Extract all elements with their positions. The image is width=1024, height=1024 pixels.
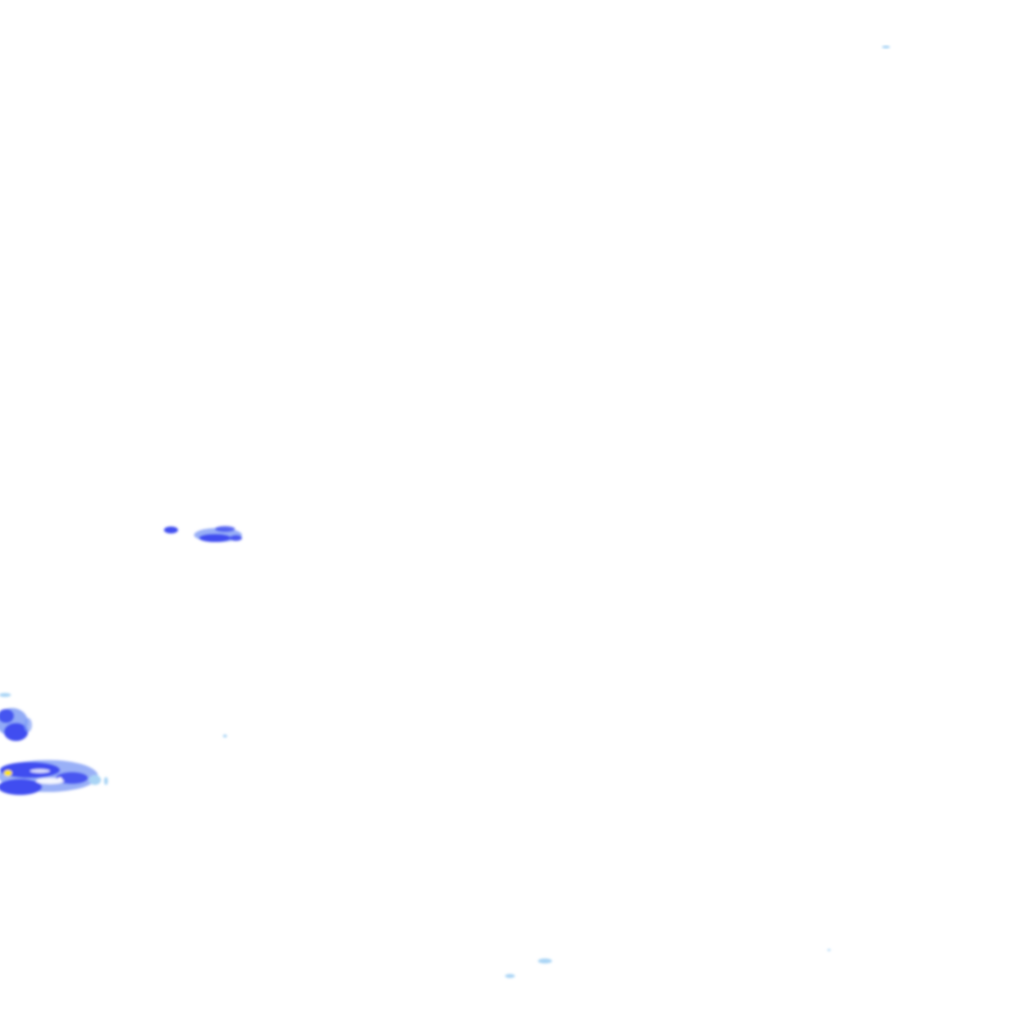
echo-cluster-left-upper — [0, 693, 227, 741]
echo-cluster-left-lower — [0, 760, 108, 795]
echo-top-right — [882, 45, 890, 49]
echo-bottom-center — [505, 949, 831, 978]
echo-cell-center-left — [164, 526, 242, 542]
